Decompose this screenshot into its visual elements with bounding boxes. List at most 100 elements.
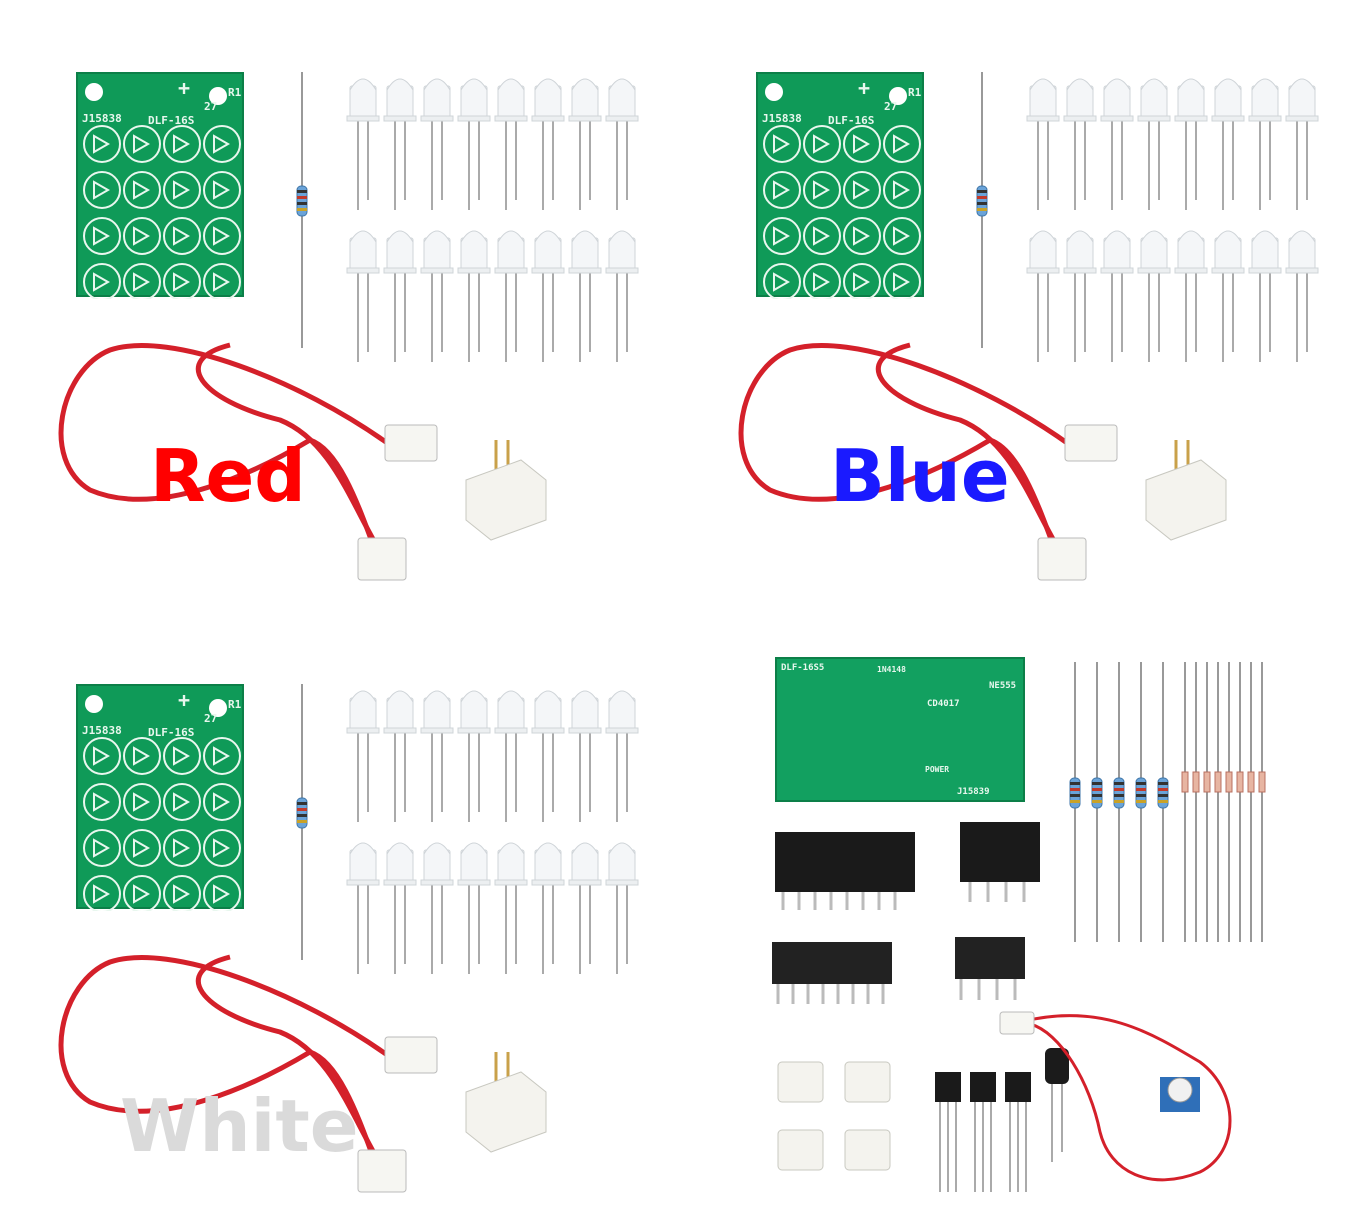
led-footprint-icon (83, 783, 121, 821)
led-footprint-icon (203, 737, 241, 775)
controller-pcb: J15839 DLF-16S5 NE555 CD4017 POWER 1N414… (775, 657, 1025, 802)
led-icon (1026, 78, 1060, 210)
led-icon (605, 842, 639, 974)
connector-icon (465, 1052, 547, 1153)
led-footprint-icon (163, 829, 201, 867)
led-icon (1174, 78, 1208, 210)
transistor-icon (935, 1072, 961, 1192)
led-footprint-icon (203, 171, 241, 209)
diode-icon (1258, 662, 1266, 942)
controller-pcb-id: J15839 (957, 787, 990, 797)
led-icon (568, 690, 602, 822)
resistor-icon (976, 72, 988, 348)
connector-icon (465, 440, 547, 541)
led-icon (457, 690, 491, 822)
led-footprint-icon (843, 171, 881, 209)
mounting-hole-icon (85, 695, 103, 713)
led-icon (457, 842, 491, 974)
diode-icon (1214, 662, 1222, 942)
led-icon (568, 842, 602, 974)
led-footprint-icon (203, 217, 241, 255)
led-footprint-icon (163, 125, 201, 163)
mounting-hole-icon (209, 87, 227, 105)
resistor-ref: R1 (228, 86, 242, 99)
led-footprint-icon (163, 171, 201, 209)
led-icon (1063, 230, 1097, 362)
led-footprint-icon (123, 217, 161, 255)
led-footprint-icon (83, 875, 121, 911)
led-icon (494, 690, 528, 822)
mounting-hole-icon (889, 87, 907, 105)
diode-icon (1192, 662, 1200, 942)
led-icon (1026, 230, 1060, 362)
led-footprint-icon (203, 829, 241, 867)
led-footprint-icon (843, 217, 881, 255)
potentiometer-icon (1160, 1077, 1200, 1112)
led-footprint-icon (843, 125, 881, 163)
plus-sign: + (858, 76, 871, 100)
led-footprint-icon (203, 875, 241, 911)
resistor-icon (1113, 662, 1125, 942)
transistor-icon (970, 1072, 996, 1192)
color-label: Red (150, 434, 306, 518)
led-footprint-icon (843, 263, 881, 299)
led-icon (1248, 230, 1282, 362)
pcb-id: J15838 (762, 112, 802, 125)
resistor-icon (1157, 662, 1169, 942)
diode-label: 1N4148 (877, 665, 906, 674)
connector-icon (844, 1061, 891, 1103)
led-icon (1137, 230, 1171, 362)
led-footprint-icon (123, 737, 161, 775)
led-footprint-icon (83, 217, 121, 255)
ic-chip-icon (955, 937, 1025, 1000)
diode-icon (1247, 662, 1255, 942)
plus-sign: + (178, 76, 191, 100)
led-footprint-icon (203, 263, 241, 299)
ic1-label: NE555 (989, 681, 1017, 691)
cable-icon (738, 342, 1118, 581)
led-footprint-icon (163, 783, 201, 821)
led-icon (1100, 230, 1134, 362)
led-icon (420, 842, 454, 974)
led-footprint-icon (883, 171, 921, 209)
led-footprint-icon (803, 217, 841, 255)
pcb-model: DLF-16S (828, 114, 875, 127)
resistor-value: 27 (204, 712, 218, 725)
pcb-model: DLF-16S (148, 114, 195, 127)
cable-icon (58, 342, 438, 581)
resistor-value: 27 (204, 100, 218, 113)
led-footprint-icon (83, 171, 121, 209)
led-icon (1063, 78, 1097, 210)
led-footprint-icon (763, 263, 801, 299)
connector-icon (1145, 440, 1227, 541)
transistor-icon (1005, 1072, 1031, 1192)
led-footprint-icon (83, 125, 121, 163)
led-icon (494, 230, 528, 362)
led-icon (1211, 230, 1245, 362)
led-footprint-icon (163, 875, 201, 911)
connector-icon (777, 1061, 824, 1103)
led-icon (1211, 78, 1245, 210)
led-footprint-icon (203, 125, 241, 163)
plus-sign: + (178, 688, 191, 712)
led-icon (605, 230, 639, 362)
led-icon (420, 78, 454, 210)
controller-kit-panel: J15839 DLF-16S5 NE555 CD4017 POWER 1N414… (680, 612, 1360, 1224)
led-icon (568, 230, 602, 362)
led-icon (1174, 230, 1208, 362)
led-footprint-icon (803, 125, 841, 163)
led-footprint-icon (763, 217, 801, 255)
led-footprint-icon (163, 217, 201, 255)
connector-icon (777, 1129, 824, 1171)
pcb-pattern (83, 83, 241, 299)
led-footprint-icon (123, 171, 161, 209)
resistor-icon (1135, 662, 1147, 942)
diode-icon (1236, 662, 1244, 942)
kit-parts (58, 684, 639, 1193)
pcb-pattern (763, 83, 921, 299)
led-footprint-icon (163, 263, 201, 299)
